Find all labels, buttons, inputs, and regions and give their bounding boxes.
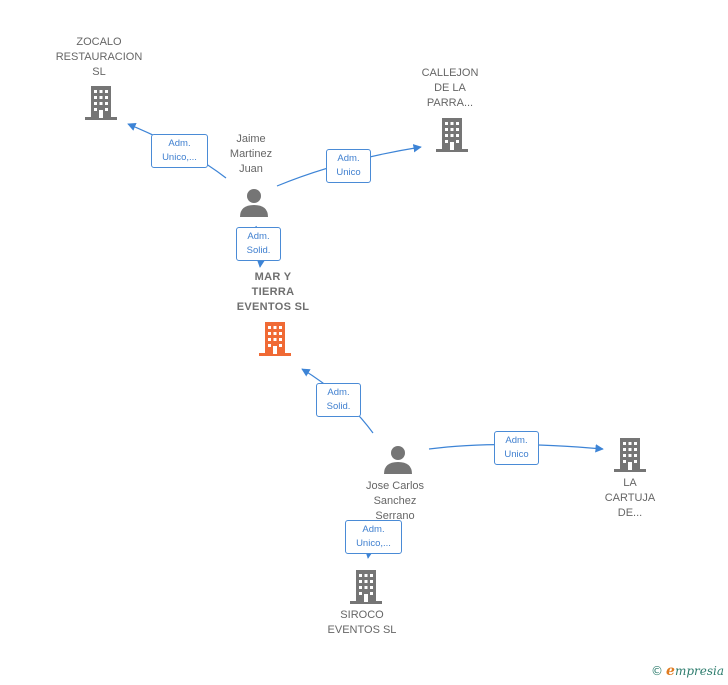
node-label-line: EVENTOS SL bbox=[327, 624, 397, 636]
node-label-callejon[interactable]: CALLEJON DE LA PARRA... bbox=[400, 66, 500, 111]
edge-label-line: Adm. bbox=[327, 387, 350, 398]
node-label-zocalo[interactable]: ZOCALO RESTAURACION SL bbox=[38, 35, 160, 80]
edge-label-line: Unico,... bbox=[162, 152, 197, 163]
edge-label-line: Unico bbox=[504, 449, 529, 460]
building-icon-callejon[interactable] bbox=[436, 118, 468, 152]
node-label-line: CARTUJA bbox=[604, 492, 656, 504]
node-label-siroco[interactable]: SIROCO EVENTOS SL bbox=[312, 608, 412, 638]
node-label-line: LA bbox=[623, 477, 637, 489]
edge-label-line: Adm. bbox=[505, 435, 528, 446]
copyright-symbol: © bbox=[651, 664, 664, 678]
edge-label-jose-cartuja[interactable]: Adm. Unico bbox=[494, 431, 539, 465]
node-label-jose[interactable]: Jose Carlos Sanchez Serrano bbox=[345, 479, 445, 524]
edge-label-jose-siroco[interactable]: Adm. Unico,... bbox=[345, 520, 402, 554]
building-icon-cartuja[interactable] bbox=[614, 438, 646, 472]
node-label-line: SL bbox=[92, 66, 106, 78]
node-label-line: CALLEJON bbox=[421, 67, 479, 79]
building-icon-mar-tierra[interactable] bbox=[259, 322, 291, 356]
node-label-line: ZOCALO bbox=[76, 36, 122, 48]
node-label-line: MAR Y bbox=[254, 271, 292, 283]
brand-logo: ©empresia bbox=[651, 663, 724, 679]
node-label-line: DE LA bbox=[434, 82, 466, 94]
edge-label-jaime-zocalo[interactable]: Adm. Unico,... bbox=[151, 134, 208, 168]
node-label-cartuja[interactable]: LA CARTUJA DE... bbox=[590, 476, 670, 521]
building-icon-siroco[interactable] bbox=[350, 570, 382, 604]
node-label-mar-tierra[interactable]: MAR Y TIERRA EVENTOS SL bbox=[213, 270, 333, 315]
edge-label-line: Adm. bbox=[247, 231, 270, 242]
edge-label-line: Adm. bbox=[168, 138, 191, 149]
edge-label-line: Adm. bbox=[337, 153, 360, 164]
edge-label-jaime-mar[interactable]: Adm. Solid. bbox=[236, 227, 281, 261]
building-icon-zocalo[interactable] bbox=[85, 86, 117, 120]
node-label-line: EVENTOS SL bbox=[236, 301, 310, 313]
edge-label-line: Solid. bbox=[326, 401, 351, 412]
brand-name: mpresia bbox=[674, 664, 724, 678]
node-label-line: Jose Carlos bbox=[365, 480, 425, 492]
node-label-line: Juan bbox=[239, 163, 263, 175]
node-label-line: Sanchez bbox=[373, 495, 417, 507]
node-label-line: Serrano bbox=[375, 510, 415, 522]
node-label-line: Martinez bbox=[229, 148, 273, 160]
node-label-line: Jaime bbox=[236, 133, 266, 145]
edge-label-jose-mar[interactable]: Adm. Solid. bbox=[316, 383, 361, 417]
node-label-jaime[interactable]: Jaime Martinez Juan bbox=[206, 132, 296, 177]
person-icon-jose[interactable] bbox=[383, 445, 413, 475]
edge-label-line: Unico,... bbox=[356, 538, 391, 549]
edge-label-line: Solid. bbox=[246, 245, 271, 256]
edge-label-line: Unico bbox=[336, 167, 361, 178]
edge-label-line: Adm. bbox=[362, 524, 385, 535]
edge-label-jaime-callejon[interactable]: Adm. Unico bbox=[326, 149, 371, 183]
node-label-line: TIERRA bbox=[251, 286, 295, 298]
node-label-line: DE... bbox=[617, 507, 643, 519]
node-label-line: PARRA... bbox=[426, 97, 474, 109]
node-label-line: SIROCO bbox=[340, 609, 384, 621]
node-label-line: RESTAURACION bbox=[55, 51, 143, 63]
brand-initial: e bbox=[666, 663, 675, 679]
person-icon-jaime[interactable] bbox=[239, 188, 269, 218]
